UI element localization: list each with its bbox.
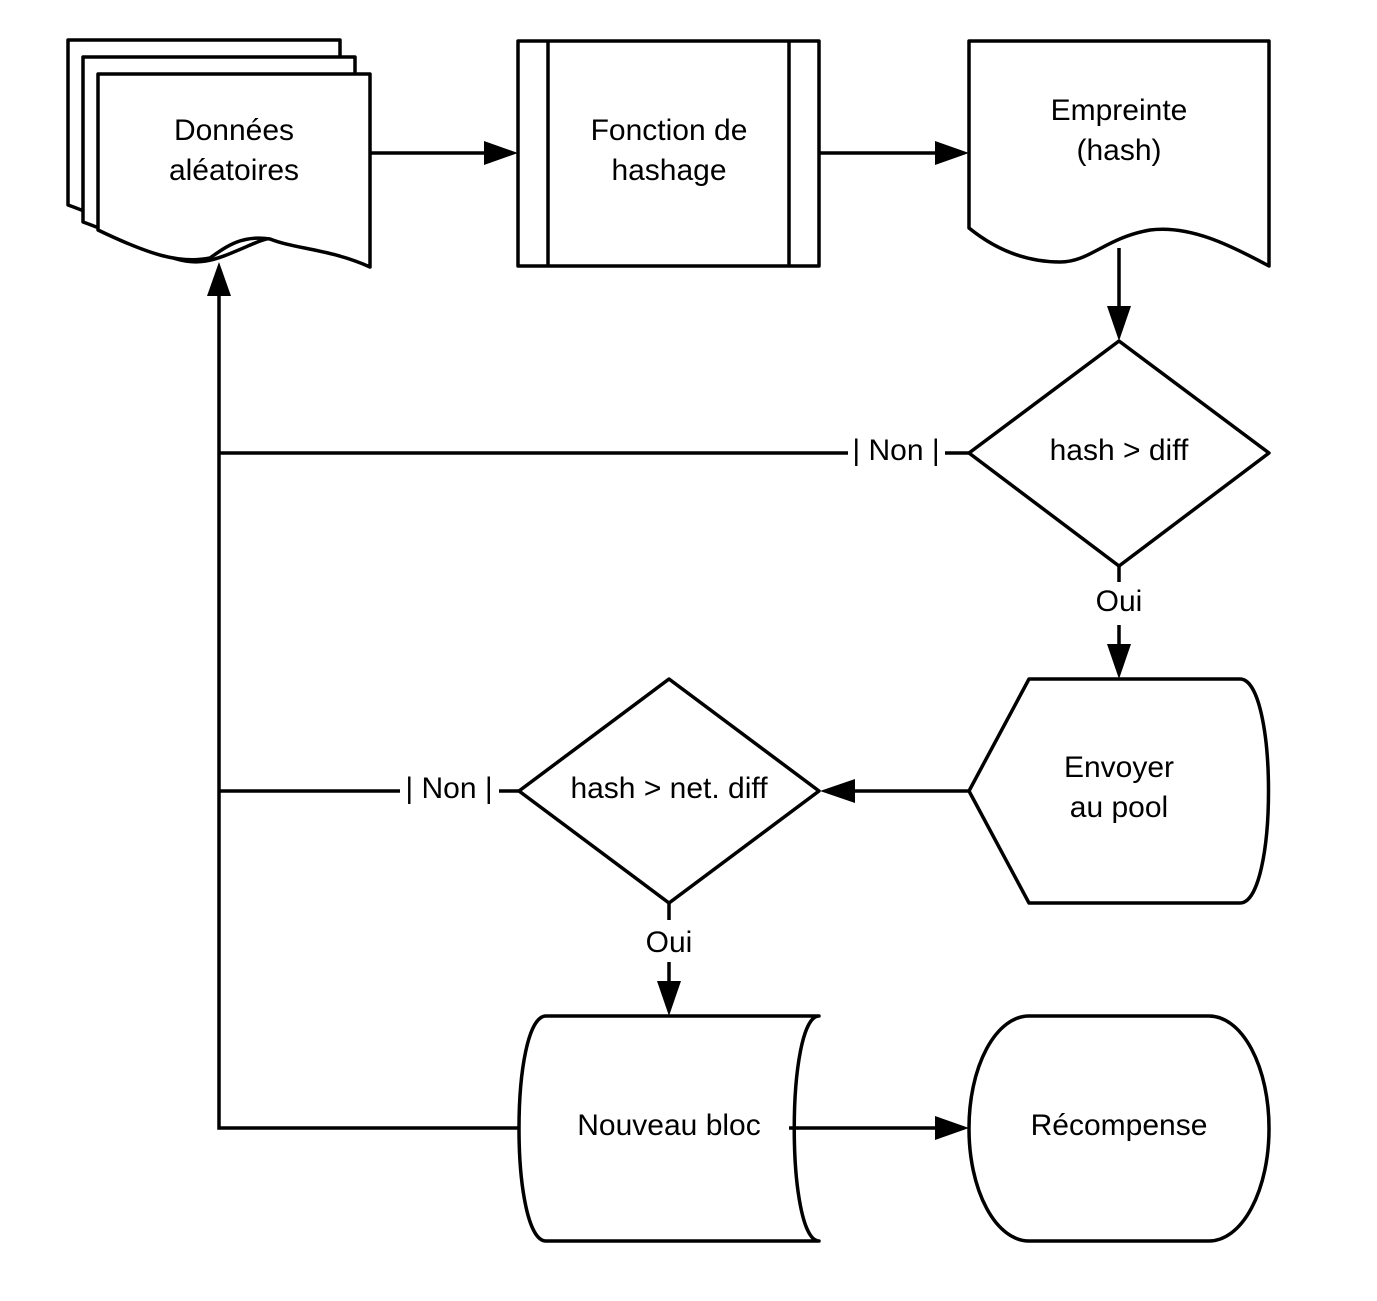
new-block-label: Nouveau bloc (577, 1109, 760, 1142)
decision-net-diff-label: hash > net. diff (570, 772, 768, 805)
hash-function-label-line2: hashage (611, 154, 726, 187)
arrowhead-down (657, 981, 681, 1016)
decision-diff-label: hash > diff (1050, 434, 1189, 467)
arrowhead-up (207, 262, 231, 296)
random-data-label-line2: aléatoires (169, 154, 299, 187)
send-pool-label-line1: Envoyer (1064, 751, 1174, 784)
arrowhead-right (935, 1116, 969, 1140)
edge-block-loop (217, 294, 519, 1130)
arrowhead-left (820, 779, 855, 803)
random-data-label-line1: Données (174, 114, 294, 147)
send-pool-label-line2: au pool (1070, 791, 1168, 824)
stored-data-shape (517, 1014, 821, 1243)
display-shape (967, 677, 1271, 905)
arrowhead-right (484, 141, 518, 165)
node-random-data[interactable]: Données aléatoires (66, 38, 372, 269)
hash-function-label-line1: Fonction de (591, 114, 748, 147)
connectors (207, 141, 1131, 1140)
node-fingerprint[interactable]: Empreinte (hash) (967, 39, 1271, 268)
terminator-shape (967, 1014, 1271, 1243)
node-decision-net-diff[interactable]: hash > net. diff (517, 677, 821, 905)
edge-label-net-diff-no: | Non | (405, 772, 492, 805)
edge-label-diff-yes: Oui (1096, 585, 1143, 618)
node-decision-diff[interactable]: hash > diff (967, 339, 1271, 568)
node-new-block[interactable]: Nouveau bloc (517, 1014, 821, 1243)
process-box (516, 39, 821, 268)
document-stack-front (96, 72, 372, 269)
node-hash-function[interactable]: Fonction de hashage (516, 39, 821, 268)
edge-label-net-diff-yes: Oui (646, 926, 693, 959)
edge-label-diff-no: | Non | (852, 434, 939, 467)
document-shape (967, 39, 1271, 268)
reward-label: Récompense (1031, 1109, 1208, 1142)
arrowhead-down (1107, 644, 1131, 679)
node-send-pool[interactable]: Envoyer au pool (967, 677, 1271, 905)
fingerprint-label-line1: Empreinte (1051, 94, 1188, 127)
arrowhead-right (935, 141, 969, 165)
arrowhead-down (1107, 306, 1131, 341)
node-reward[interactable]: Récompense (967, 1014, 1271, 1243)
fingerprint-label-line2: (hash) (1076, 134, 1161, 167)
